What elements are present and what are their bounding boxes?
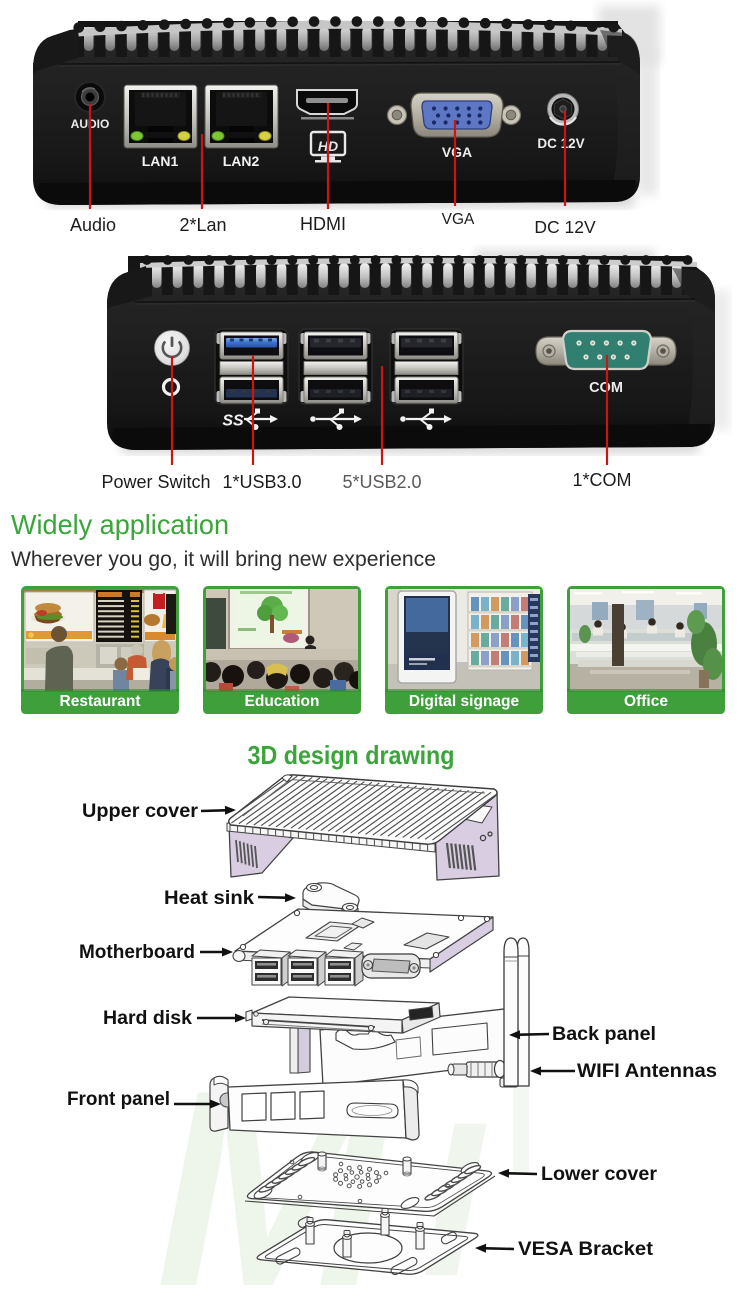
svg-text:Motherboard: Motherboard (79, 942, 195, 963)
svg-text:WIFI Antennas: WIFI Antennas (577, 1061, 717, 1082)
svg-text:1*COM: 1*COM (572, 470, 631, 490)
svg-text:Office: Office (624, 693, 668, 710)
svg-text:Audio: Audio (70, 215, 116, 235)
svg-text:SS: SS (222, 413, 244, 430)
svg-text:VGA: VGA (442, 211, 475, 228)
svg-text:Wherever you go, it will bring: Wherever you go, it will bring new exper… (11, 548, 436, 571)
svg-text:LAN1: LAN1 (142, 153, 179, 169)
svg-text:Widely application: Widely application (11, 509, 229, 540)
svg-text:Lower cover: Lower cover (541, 1164, 658, 1185)
svg-text:DC 12V: DC 12V (534, 217, 596, 237)
svg-text:3D design drawing: 3D design drawing (248, 740, 455, 770)
svg-text:Upper cover: Upper cover (82, 801, 199, 822)
svg-text:Hard disk: Hard disk (103, 1008, 192, 1029)
svg-text:DC 12V: DC 12V (537, 136, 584, 151)
svg-text:LAN2: LAN2 (223, 153, 260, 169)
svg-text:2*Lan: 2*Lan (179, 215, 226, 235)
svg-text:Heat sink: Heat sink (164, 888, 254, 909)
svg-text:Back panel: Back panel (552, 1024, 656, 1045)
svg-text:1*USB3.0: 1*USB3.0 (222, 472, 301, 492)
svg-text:Restaurant: Restaurant (60, 693, 141, 710)
svg-text:Education: Education (245, 693, 320, 710)
svg-text:5*USB2.0: 5*USB2.0 (342, 472, 421, 492)
svg-text:VESA Bracket: VESA Bracket (518, 1239, 654, 1260)
svg-text:VGA: VGA (442, 144, 472, 160)
svg-text:HDMI: HDMI (300, 214, 346, 234)
svg-text:Power Switch: Power Switch (101, 472, 210, 492)
svg-text:Digital signage: Digital signage (409, 693, 520, 710)
svg-text:Front panel: Front panel (67, 1089, 170, 1110)
